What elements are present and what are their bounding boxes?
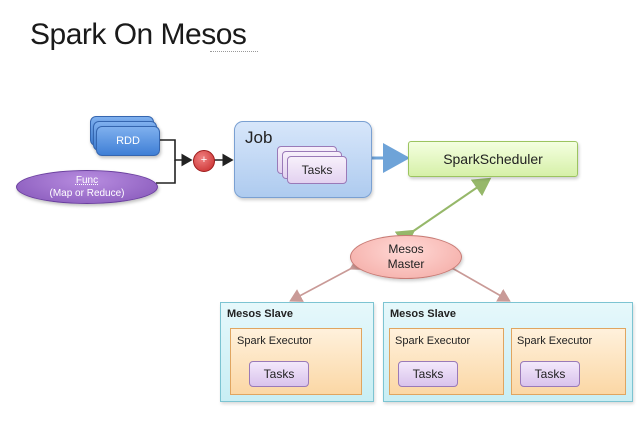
mesos-slave-box: Mesos Slave Spark Executor Tasks: [220, 302, 374, 402]
spark-executor-label: Spark Executor: [237, 335, 313, 347]
rdd-label: RDD: [116, 135, 140, 147]
combine-circle: +: [193, 150, 215, 172]
title-underline: [210, 51, 258, 52]
mesos-slave-label: Mesos Slave: [390, 308, 457, 320]
executor-tasks-label: Tasks: [412, 367, 444, 381]
func-name: Func: [75, 175, 99, 186]
mesos-master-ellipse: Mesos Master: [350, 235, 462, 279]
job-label: Job: [245, 128, 273, 147]
page-title: Spark On Mesos: [30, 18, 247, 51]
mesos-slave-box: Mesos Slave Spark Executor Tasks Spark E…: [383, 302, 633, 402]
executor-tasks-box: Tasks: [249, 361, 309, 387]
mesos-slave-label: Mesos Slave: [227, 308, 294, 320]
executor-tasks-label: Tasks: [263, 367, 295, 381]
spark-executor-box: Spark Executor Tasks: [230, 328, 362, 395]
spark-scheduler-label: SparkScheduler: [443, 151, 543, 167]
spark-executor-box: Spark Executor Tasks: [389, 328, 504, 395]
executor-tasks-label: Tasks: [534, 367, 566, 381]
mesos-master-line2: Master: [387, 257, 425, 271]
func-ellipse: Func (Map or Reduce): [16, 170, 158, 204]
func-connector: [156, 160, 176, 184]
spark-scheduler-box: SparkScheduler: [408, 141, 578, 177]
master-slave1-arrow: [289, 257, 364, 302]
job-tasks-label: Tasks: [301, 163, 333, 177]
rdd-card: RDD: [96, 126, 160, 156]
scheduler-master-arrow: [394, 177, 492, 249]
spark-executor-label: Spark Executor: [395, 335, 471, 347]
executor-tasks-box: Tasks: [398, 361, 458, 387]
master-slave2-arrow: [440, 256, 511, 302]
func-detail: (Map or Reduce): [49, 188, 125, 199]
executor-tasks-box: Tasks: [520, 361, 580, 387]
spark-executor-label: Spark Executor: [517, 335, 593, 347]
rdd-connector: [158, 139, 193, 167]
plus-icon: +: [200, 154, 208, 166]
job-box: Job Tasks: [234, 121, 372, 198]
mesos-master-line1: Mesos: [388, 242, 424, 256]
spark-executor-box: Spark Executor Tasks: [511, 328, 626, 395]
job-task-card: Tasks: [287, 156, 347, 184]
